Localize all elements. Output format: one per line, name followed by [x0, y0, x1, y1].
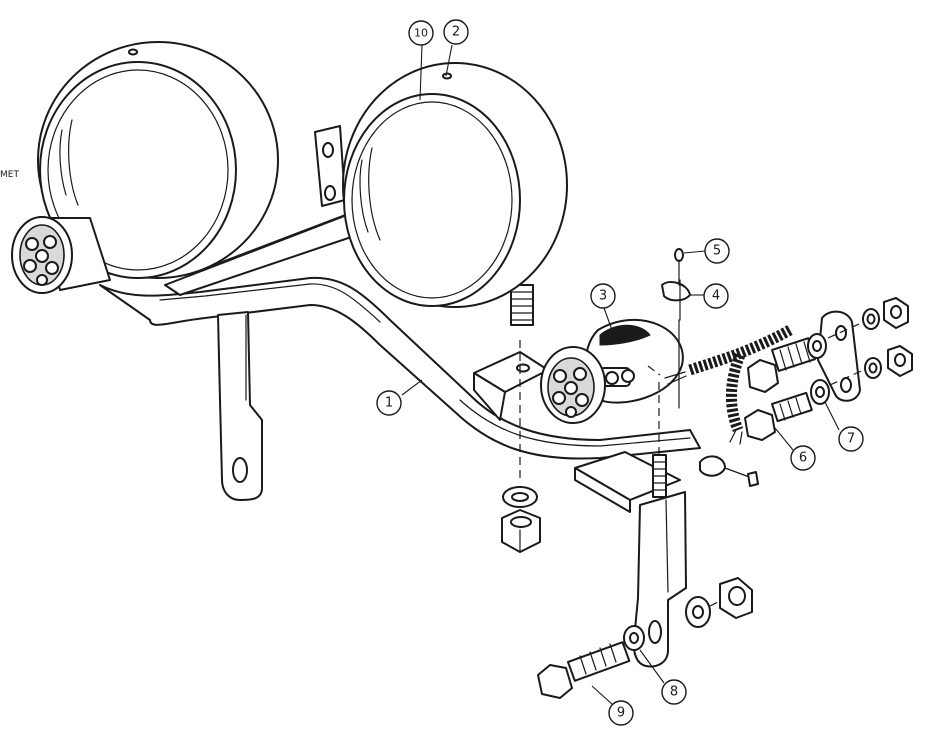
mounting-stud [647, 365, 667, 498]
callout-6-label: 6 [799, 451, 807, 466]
callout-8: 8 [661, 679, 687, 705]
callout-3-label: 3 [599, 289, 607, 304]
lower-wire-clip [699, 455, 759, 487]
lower-bolt [744, 391, 813, 441]
callout-leaders [401, 44, 840, 706]
callout-8-label: 8 [670, 685, 678, 700]
bolt-washers [807, 297, 913, 405]
callout-4: 4 [703, 283, 729, 309]
callout-5: 5 [704, 238, 730, 264]
center-hardware [501, 340, 541, 553]
callout-7: 7 [838, 426, 864, 452]
callout-2-label: 2 [452, 25, 460, 40]
callout-4-label: 4 [712, 289, 720, 304]
led-light-housing [540, 319, 684, 424]
callout-6: 6 [790, 445, 816, 471]
upper-bolt [747, 337, 816, 393]
wire-clip [661, 248, 691, 409]
callout-3: 3 [590, 283, 616, 309]
callout-9-label: 9 [617, 706, 625, 721]
lower-mount-hardware [537, 577, 753, 699]
callout-2: 2 [443, 19, 469, 45]
edge-label: MET [0, 170, 19, 180]
callout-10: 10 [408, 20, 434, 46]
callout-5-label: 5 [713, 244, 721, 259]
callout-10-label: 10 [414, 27, 428, 40]
left-led-light [11, 216, 111, 294]
wire-harness [664, 325, 793, 445]
callout-7-label: 7 [847, 432, 855, 447]
callout-1: 1 [376, 390, 402, 416]
callout-1-label: 1 [385, 396, 393, 411]
callout-9: 9 [608, 700, 634, 726]
right-headlight [342, 62, 568, 326]
